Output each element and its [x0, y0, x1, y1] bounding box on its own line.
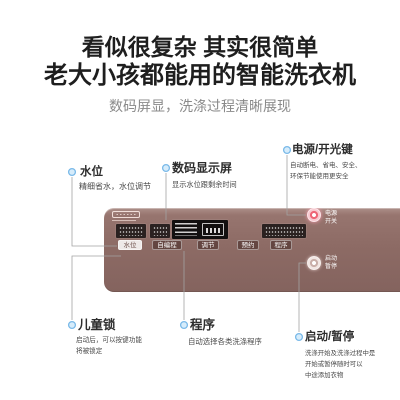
callout-display-line: 显示水位跟剩余时间: [172, 179, 237, 189]
callout-start-pause-desc: 洗涤开始及洗涤过程中是 开始或暂停随时可以 中途添加衣物: [305, 348, 375, 381]
bullet-dot-icon: [179, 320, 189, 330]
power-button-label: 电源 开关: [325, 211, 337, 226]
brand-logo-subline: [112, 220, 136, 222]
schedule-button[interactable]: 预约: [237, 240, 259, 250]
callout-water-level-title: 水位: [80, 166, 103, 178]
callout-display-desc: 显示水位跟剩余时间: [172, 180, 237, 189]
water-level-button[interactable]: 水位: [118, 240, 142, 250]
callout-water-level-desc: 精细省水，水位调节: [79, 182, 151, 192]
program-button[interactable]: 程序: [270, 240, 292, 250]
indicator-screen-mid: [150, 224, 170, 238]
callout-display-title: 数码显示屏: [172, 161, 233, 175]
bullet-dot-icon: [282, 145, 292, 155]
callout-program-desc: 自动选择各类洗涤程序: [188, 337, 262, 346]
callout-start-pause-line: 洗涤开始及洗涤过程中是: [305, 349, 376, 357]
callout-child-lock-line: 启动后，可以按键功能: [76, 336, 142, 344]
callout-power-line: 自动断电、省电、安全、: [290, 162, 362, 169]
callout-program-title: 程序: [190, 318, 216, 332]
callout-start-pause-line: 开始或暂停随时可以: [305, 360, 363, 368]
start-pause-icon[interactable]: [307, 256, 321, 270]
callout-power-title: 电源/开光键: [292, 144, 353, 156]
start-pause-label-line: 启动: [325, 256, 338, 262]
control-panel: 水位 自编程 调节 预约 程序 电源 开关 启动 暂停: [104, 208, 400, 292]
indicator-screen-right: [262, 224, 306, 238]
indicator-marks: [119, 226, 143, 236]
headline-line-1: 看似很复杂 其实很简单: [81, 34, 319, 60]
callout-power-desc: 自动断电、省电、安全、 环保节能使用更安全: [290, 160, 362, 182]
headline-subtitle: 数码屏显，洗涤过程清晰展现: [109, 98, 291, 114]
start-pause-label: 启动 暂停: [325, 256, 337, 271]
power-button-label-line: 电源: [325, 211, 338, 217]
callout-water-level-line: 精细省水，水位调节: [79, 182, 151, 191]
callout-child-lock-desc: 启动后，可以按键功能 将被锁定: [76, 335, 142, 357]
power-button-label-line: 开关: [325, 218, 338, 225]
callout-child-lock-title: 儿童锁: [78, 318, 116, 332]
callout-child-lock-line: 将被锁定: [76, 347, 103, 355]
bullet-dot-icon: [67, 320, 77, 330]
display-digits: [206, 228, 220, 233]
brand-logo: [112, 211, 140, 218]
bullet-dot-icon: [294, 332, 304, 342]
display-time-frame: [202, 223, 224, 236]
power-icon[interactable]: [307, 208, 321, 222]
indicator-marks: [153, 226, 167, 236]
display-status-rows: [175, 223, 197, 236]
headline-line-2: 老大小孩都能用的智能洗衣机: [44, 62, 356, 89]
start-pause-label-line: 暂停: [325, 263, 338, 270]
callout-power-line: 环保节能使用更安全: [290, 173, 349, 180]
digital-display-screen: [172, 220, 228, 239]
indicator-screen-left: [116, 224, 146, 238]
custom-program-button[interactable]: 自编程: [152, 240, 182, 250]
indicator-marks: [265, 226, 303, 236]
adjust-button[interactable]: 调节: [197, 240, 219, 250]
callout-start-pause-line: 中途添加衣物: [305, 371, 344, 379]
callout-start-pause-title: 启动/暂停: [305, 331, 355, 343]
callout-program-line: 自动选择各类洗涤程序: [188, 336, 262, 346]
bullet-dot-icon: [161, 163, 171, 173]
bullet-dot-icon: [67, 167, 77, 177]
